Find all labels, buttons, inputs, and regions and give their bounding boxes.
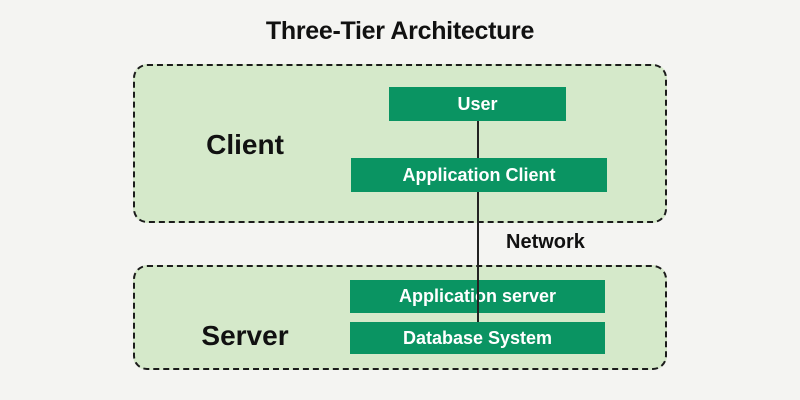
network-label: Network [506, 231, 585, 253]
server-tier-label: Server [201, 320, 289, 351]
user-node: User [389, 87, 566, 121]
application-client-node: Application Client [351, 158, 607, 192]
diagram-title: Three-Tier Architecture [265, 17, 535, 45]
client-tier-label: Client [206, 129, 284, 160]
network-connector-line [477, 121, 479, 322]
database-system-node: Database System [350, 322, 605, 354]
